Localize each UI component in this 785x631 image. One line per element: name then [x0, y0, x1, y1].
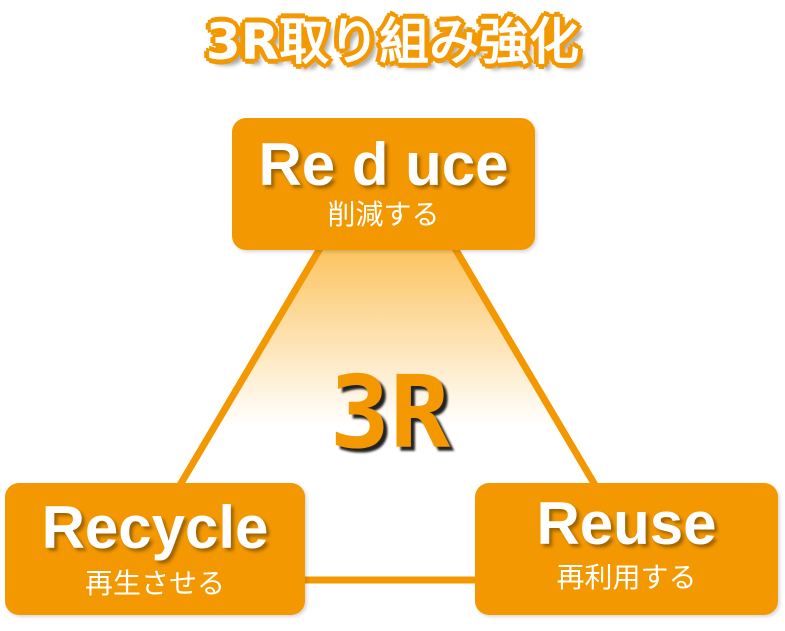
- reduce-label: Re d uce: [258, 131, 509, 198]
- triangle-fill: [180, 245, 595, 485]
- triangle-edge-right: [449, 243, 599, 487]
- reduce-jp-label: 削減する: [327, 198, 440, 231]
- recycle-jp-label: 再生させる: [84, 567, 225, 600]
- reuse-label: Reuse: [536, 490, 717, 557]
- reuse-jp-label: 再利用する: [556, 561, 697, 594]
- triangle-edge-left: [176, 243, 326, 487]
- recycle-box: Recycle 再生させる: [5, 483, 305, 615]
- recycle-label: Recycle: [41, 494, 269, 561]
- reduce-box: Re d uce 削減する: [232, 118, 535, 250]
- reuse-box: Reuse 再利用する: [475, 483, 778, 615]
- diagram-title: 3R取り組み強化: [205, 13, 580, 71]
- center-3r-label: 3R: [329, 354, 451, 471]
